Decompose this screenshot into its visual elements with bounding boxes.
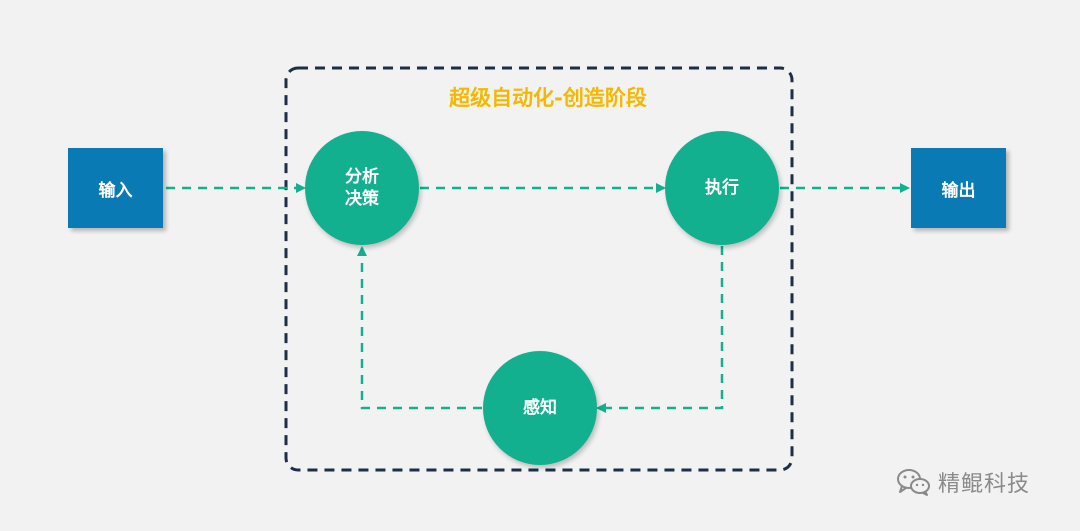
stage-title: 超级自动化-创造阶段 [449,86,647,110]
output-box: 输出 [911,148,1006,228]
execute-label: 执行 [705,178,739,198]
wechat-icon [897,469,930,496]
perceive-node: 感知 [483,351,597,465]
watermark: 精鲲科技 [896,466,1030,498]
analysis-decision-node: 分析决策 [305,131,419,245]
input-label: 输入 [98,180,133,201]
stage-frame [284,66,794,472]
input-box: 输入 [68,148,163,228]
perceive-label: 感知 [523,398,557,418]
arrow-execute-to-perceive [596,246,724,413]
watermark-brand: 精鲲科技 [938,472,1031,497]
output-label: 输出 [941,180,976,201]
execute-node: 执行 [665,131,779,245]
analysis-decision-label: 分析决策 [345,167,379,209]
arrow-perceive-to-analysis [357,246,482,410]
